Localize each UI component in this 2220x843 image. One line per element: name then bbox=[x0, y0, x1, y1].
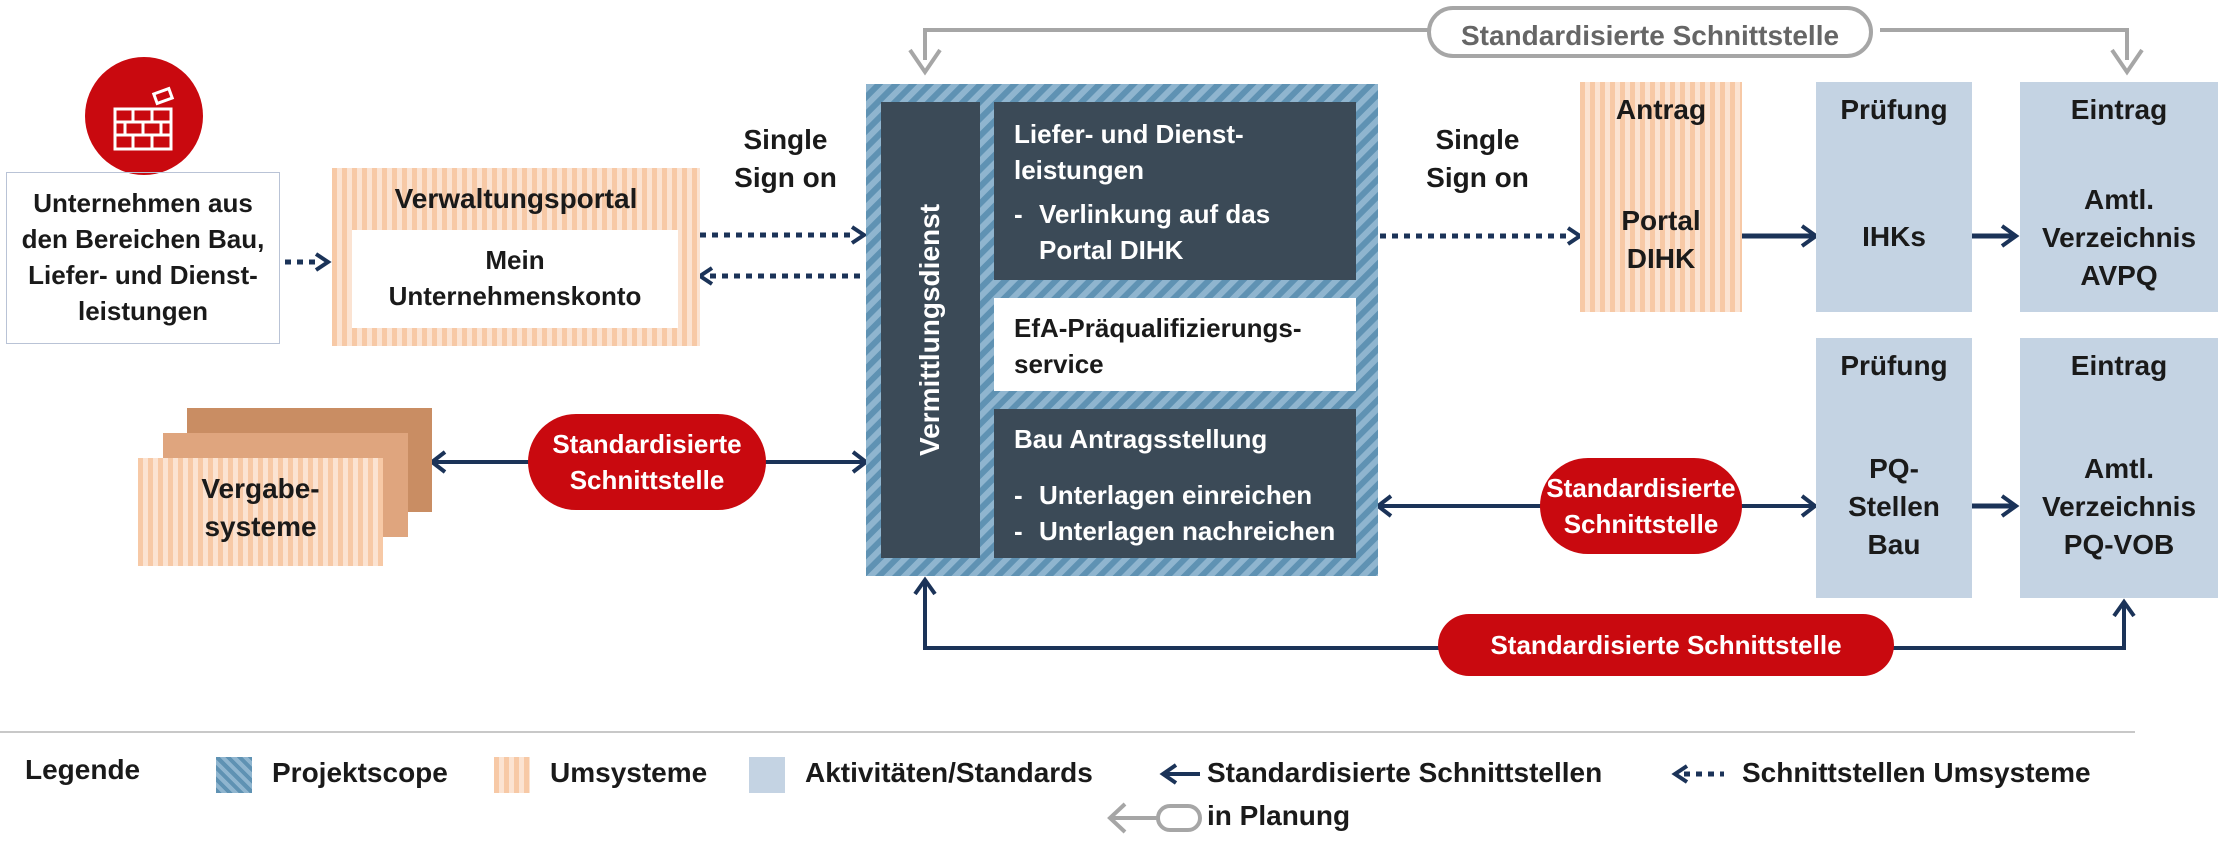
portal-title: Verwaltungsportal bbox=[394, 183, 638, 214]
eintrag-title: Eintrag bbox=[2070, 350, 2168, 381]
sso-line: Sign on bbox=[734, 162, 837, 193]
vergabe-line: Vergabe- bbox=[201, 473, 320, 504]
antrag-title: Antrag bbox=[1615, 94, 1707, 125]
konto-line: Mein bbox=[485, 245, 545, 275]
right-standard-interface-pill: Standardisierte Schnittstelle bbox=[1540, 458, 1742, 554]
sso-right-label: Single Sign on bbox=[1410, 121, 1545, 197]
legend-title: Legende bbox=[25, 754, 141, 785]
bullet-text: Unterlagen nachreichen bbox=[1039, 516, 1336, 546]
eintrag-pqvob-box: Eintrag Amtl. Verzeichnis PQ-VOB bbox=[2020, 338, 2218, 598]
antrag-box: Antrag Portal DIHK bbox=[1580, 82, 1742, 312]
legend-label-umsysteme: Umsysteme bbox=[550, 757, 708, 788]
konto-line: Unternehmenskonto bbox=[388, 281, 642, 311]
eintrag-content: Amtl. Verzeichnis PQ-VOB bbox=[2020, 450, 2218, 564]
bottom-standard-interface-pill: Standardisierte Schnittstelle bbox=[1438, 614, 1894, 676]
pruefung-title: Prüfung bbox=[1840, 94, 1948, 125]
pill-line: Standardisierte bbox=[552, 429, 742, 459]
top-grey-connector bbox=[923, 28, 2129, 60]
hub-box-efa[interactable]: EfA-Präqualifizierungs- service bbox=[994, 298, 1356, 391]
unternehmenskonto-box[interactable]: Mein Unternehmenskonto bbox=[352, 230, 678, 328]
top-standard-interface-pill: Standardisierte Schnittstelle bbox=[1427, 6, 1873, 58]
top-grey-arrowhead-left bbox=[908, 48, 942, 76]
antrag-line: Portal bbox=[1621, 205, 1701, 236]
legend-planned-glyph bbox=[1107, 802, 1160, 834]
antrag-line: DIHK bbox=[1626, 243, 1696, 274]
pruefung-content: IHKs bbox=[1816, 218, 1972, 256]
bullet-item: - Unterlagen nachreichen bbox=[1014, 513, 1356, 549]
legend-label-standard-schnittstellen: Standardisierte Schnittstellen bbox=[1207, 757, 1603, 788]
bullet-text: Unterlagen einreichen bbox=[1039, 480, 1313, 510]
antrag-content: Portal DIHK bbox=[1580, 202, 1742, 278]
eintrag-line: AVPQ bbox=[2080, 260, 2158, 291]
vermittlungsdienst-label: Vermittlungsdienst bbox=[914, 203, 945, 457]
vergabe-line: systeme bbox=[204, 511, 317, 542]
eintrag-line: Verzeichnis bbox=[2041, 491, 2197, 522]
sso-line: Single bbox=[743, 124, 828, 155]
pruefung-line: Stellen bbox=[1848, 491, 1940, 522]
pill-line: Schnittstelle bbox=[569, 465, 725, 495]
company-line: Liefer- und Dienst- bbox=[28, 260, 258, 290]
pruefung-line: IHKs bbox=[1862, 221, 1926, 252]
vermittlungsdienst-bar: Vermittlungsdienst bbox=[881, 102, 980, 558]
pill-line: Schnittstelle bbox=[1563, 509, 1719, 539]
pruefung-ihk-box: Prüfung IHKs bbox=[1816, 82, 1972, 312]
box-title: Bau Antragsstellung bbox=[1014, 424, 1268, 454]
sso-left-label: Single Sign on bbox=[718, 121, 853, 197]
eintrag-avpq-box: Eintrag Amtl. Verzeichnis AVPQ bbox=[2020, 82, 2218, 312]
legend-swatch-aktivitaeten bbox=[749, 757, 785, 793]
eintrag-line: Amtl. bbox=[2084, 453, 2154, 484]
company-box: Unternehmen aus den Bereichen Bau, Liefe… bbox=[6, 172, 280, 344]
verwaltungsportal-box: Verwaltungsportal Mein Unternehmenskonto bbox=[332, 168, 700, 346]
pruefung-line: Bau bbox=[1867, 529, 1921, 560]
eintrag-line: PQ-VOB bbox=[2063, 529, 2175, 560]
eintrag-line: Amtl. bbox=[2084, 184, 2154, 215]
brick-wall-icon bbox=[113, 86, 175, 151]
legend-swatch-umsysteme bbox=[494, 757, 530, 793]
bullet-item: - Unterlagen einreichen bbox=[1014, 477, 1356, 513]
legend-label-projektscope: Projektscope bbox=[272, 757, 448, 788]
box-line: Liefer- und Dienst- bbox=[1014, 119, 1244, 149]
pruefung-content: PQ- Stellen Bau bbox=[1816, 450, 1972, 564]
hub-box-liefer[interactable]: Liefer- und Dienst- leistungen - Verlink… bbox=[994, 102, 1356, 280]
pruefung-title: Prüfung bbox=[1840, 350, 1948, 381]
box-line: service bbox=[1014, 349, 1104, 379]
eintrag-line: Verzeichnis bbox=[2041, 222, 2197, 253]
box-line: EfA-Präqualifizierungs- bbox=[1014, 313, 1302, 343]
vergabe-systeme-box: Vergabe- systeme bbox=[138, 458, 383, 566]
pruefung-pq-box: Prüfung PQ- Stellen Bau bbox=[1816, 338, 1972, 598]
legend-swatch-projektscope bbox=[216, 757, 252, 793]
pruefung-line: PQ- bbox=[1869, 453, 1919, 484]
eintrag-content: Amtl. Verzeichnis AVPQ bbox=[2020, 181, 2218, 295]
company-line: den Bereichen Bau, bbox=[21, 224, 265, 254]
hub-box-bau[interactable]: Bau Antragsstellung - Unterlagen einreic… bbox=[994, 409, 1356, 558]
sso-line: Single bbox=[1435, 124, 1520, 155]
company-icon bbox=[85, 57, 203, 175]
company-line: Unternehmen aus bbox=[33, 188, 253, 218]
eintrag-title: Eintrag bbox=[2070, 94, 2168, 125]
company-line: leistungen bbox=[77, 296, 208, 326]
bullet-item: - Verlinkung auf das Portal DIHK bbox=[1014, 196, 1356, 268]
left-standard-interface-pill: Standardisierte Schnittstelle bbox=[528, 414, 766, 510]
pill-line: Standardisierte bbox=[1546, 473, 1736, 503]
bullet-text: Verlinkung auf das Portal DIHK bbox=[1039, 199, 1271, 265]
legend-label-aktivitaeten: Aktivitäten/Standards bbox=[805, 757, 1093, 788]
box-line: leistungen bbox=[1014, 155, 1145, 185]
legend-label-in-planung: in Planung bbox=[1207, 800, 1351, 831]
top-grey-arrowhead-right bbox=[2110, 48, 2144, 76]
sso-line: Sign on bbox=[1426, 162, 1529, 193]
legend-label-schnittstellen-umsysteme: Schnittstellen Umsysteme bbox=[1742, 757, 2091, 788]
